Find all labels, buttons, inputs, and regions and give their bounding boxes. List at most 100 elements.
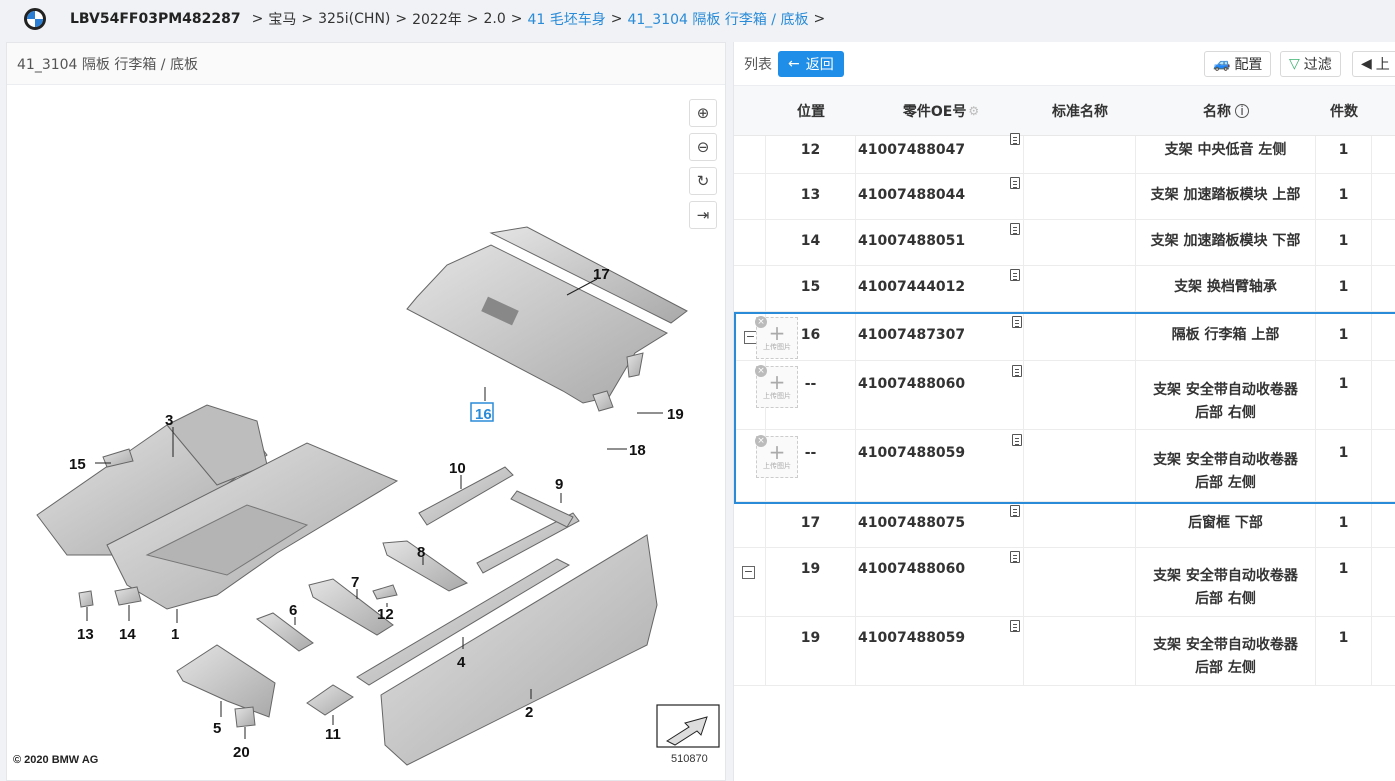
table-row-group-parent[interactable]: 16 41007487307 隔板 行李箱 上部 1 − × + 上传图片	[734, 312, 1395, 361]
gear-icon[interactable]: ⚙	[968, 103, 980, 118]
document-icon[interactable]	[1010, 551, 1020, 563]
breadcrumb-separator: >	[251, 11, 264, 27]
breadcrumb-separator: >	[395, 11, 408, 27]
remove-icon[interactable]: ×	[755, 365, 767, 377]
table-row[interactable]: 15 41007444012 支架 换档臂轴承 1	[734, 266, 1395, 312]
table-row-child[interactable]: -- 41007488060 支架 安全带自动收卷器 后部 右侧 1 × + 上…	[734, 361, 1395, 430]
callout-8[interactable]: 8	[417, 544, 425, 561]
callout-6[interactable]: 6	[289, 602, 297, 619]
callout-4[interactable]: 4	[457, 654, 466, 671]
callout-12[interactable]: 12	[377, 606, 394, 623]
callout-7[interactable]: 7	[351, 574, 359, 591]
diagram-title: 41_3104 隔板 行李箱 / 底板	[7, 43, 725, 85]
breadcrumb-item-group[interactable]: 41 毛坯车身	[527, 12, 606, 28]
table-row[interactable]: 19 41007488059 支架 安全带自动收卷器 后部 左侧 1	[734, 617, 1395, 686]
callout-20[interactable]: 20	[233, 744, 250, 761]
document-icon[interactable]	[1012, 316, 1022, 328]
breadcrumb-item-engine[interactable]: 2.0	[483, 11, 506, 27]
collapse-toggle-icon[interactable]: −	[742, 565, 755, 579]
callout-2[interactable]: 2	[525, 704, 533, 721]
callout-18[interactable]: 18	[629, 442, 646, 459]
callout-3[interactable]: 3	[165, 412, 173, 429]
document-icon[interactable]	[1010, 620, 1020, 632]
diagram-toolbar: ⊕ ⊖ ↻ ⇥	[689, 99, 717, 229]
filter-icon: ▽	[1289, 56, 1300, 72]
document-icon[interactable]	[1010, 177, 1020, 189]
parts-list-panel: 列表 ← 返回 🚙 配置 ▽ 过滤 ◀ 上 位置 零件OE号 ⚙ 标准名称 名称…	[733, 42, 1395, 781]
table-row[interactable]: 12 41007488047 支架 中央低音 左侧 1	[734, 133, 1395, 174]
callout-13[interactable]: 13	[77, 626, 94, 643]
callout-15[interactable]: 15	[69, 456, 86, 473]
info-icon[interactable]: i	[1235, 103, 1249, 118]
filter-button-label: 过滤	[1303, 57, 1332, 73]
table-body: 12 41007488047 支架 中央低音 左侧 1 13 410074880…	[734, 133, 1395, 686]
callout-10[interactable]: 10	[449, 460, 466, 477]
col-std-name[interactable]: 标准名称	[1052, 103, 1108, 120]
parts-diagram[interactable]: 17 16 19 18 3 15 10 9 8 7 12 6 13 14 1 4…	[7, 85, 725, 775]
copyright-text: © 2020 BMW AG	[13, 754, 98, 766]
top-bar: LBV54FF03PM482287 > 宝马 > 325i(CHN) > 202…	[0, 0, 1395, 38]
breadcrumb-separator: >	[301, 11, 314, 27]
breadcrumb-item-brand[interactable]: 宝马	[268, 12, 297, 28]
col-position[interactable]: 位置	[797, 103, 825, 120]
direction-indicator-icon	[656, 704, 720, 748]
callout-14[interactable]: 14	[119, 626, 136, 643]
document-icon[interactable]	[1010, 223, 1020, 235]
upload-image-button[interactable]: × + 上传图片	[755, 365, 798, 408]
document-icon[interactable]	[1010, 133, 1020, 145]
table-row[interactable]: 14 41007488051 支架 加速踏板模块 下部 1	[734, 220, 1395, 266]
arrow-left-icon: ←	[788, 55, 800, 72]
document-icon[interactable]	[1010, 269, 1020, 281]
col-name[interactable]: 名称 i	[1136, 86, 1316, 135]
collapse-icon[interactable]: ⇥	[689, 201, 717, 229]
zoom-in-icon[interactable]: ⊕	[689, 99, 717, 127]
parts-diagram-svg[interactable]: 17 16 19 18 3 15 10 9 8 7 12 6 13 14 1 4…	[7, 85, 725, 775]
table-row[interactable]: 13 41007488044 支架 加速踏板模块 上部 1	[734, 174, 1395, 220]
reset-icon[interactable]: ↻	[689, 167, 717, 195]
upload-image-button[interactable]: × + 上传图片	[755, 316, 798, 359]
document-icon[interactable]	[1010, 505, 1020, 517]
plus-icon: +	[768, 321, 786, 345]
prev-button[interactable]: ◀ 上	[1352, 51, 1395, 77]
upload-image-button[interactable]: × + 上传图片	[755, 435, 798, 478]
breadcrumb-item-subgroup[interactable]: 41_3104 隔板 行李箱 / 底板	[627, 12, 809, 28]
back-button-label: 返回	[805, 56, 834, 73]
col-oe[interactable]: 零件OE号 ⚙	[902, 103, 980, 120]
list-header: 列表 ← 返回 🚙 配置 ▽ 过滤 ◀ 上	[734, 42, 1395, 86]
bmw-logo-icon[interactable]	[24, 8, 46, 30]
col-qty[interactable]: 件数	[1330, 103, 1358, 120]
breadcrumb-item-year[interactable]: 2022年	[412, 12, 462, 28]
filter-button[interactable]: ▽ 过滤	[1280, 51, 1341, 77]
table-row[interactable]: 19 41007488060 支架 安全带自动收卷器 后部 右侧 1 −	[734, 548, 1395, 617]
prev-button-label: 上	[1375, 57, 1390, 73]
breadcrumb-separator: >	[510, 11, 523, 27]
table-row-child[interactable]: -- 41007488059 支架 安全带自动收卷器 后部 左侧 1 × + 上…	[734, 430, 1395, 502]
breadcrumb-item-model[interactable]: 325i(CHN)	[318, 11, 391, 27]
back-button[interactable]: ← 返回	[778, 50, 844, 77]
list-label: 列表	[744, 56, 772, 73]
table-row[interactable]: 17 41007488075 后窗框 下部 1	[734, 502, 1395, 548]
document-icon[interactable]	[1012, 434, 1022, 446]
diagram-number: 510870	[671, 753, 708, 765]
diagram-panel: 41_3104 隔板 行李箱 / 底板	[6, 42, 726, 781]
table-header: 位置 零件OE号 ⚙ 标准名称 名称 i 件数	[734, 86, 1395, 136]
callout-9[interactable]: 9	[555, 476, 563, 493]
breadcrumb: LBV54FF03PM482287 > 宝马 > 325i(CHN) > 202…	[70, 9, 830, 29]
callout-19[interactable]: 19	[667, 406, 684, 423]
caret-left-icon: ◀	[1361, 56, 1372, 72]
callout-11[interactable]: 11	[325, 726, 341, 743]
remove-icon[interactable]: ×	[755, 435, 767, 447]
callout-1[interactable]: 1	[171, 626, 179, 643]
breadcrumb-vin[interactable]: LBV54FF03PM482287	[70, 11, 241, 27]
breadcrumb-separator: >	[610, 11, 623, 27]
breadcrumb-separator: >	[813, 11, 826, 27]
zoom-out-icon[interactable]: ⊖	[689, 133, 717, 161]
callout-16[interactable]: 16	[475, 406, 492, 423]
document-icon[interactable]	[1012, 365, 1022, 377]
callout-17[interactable]: 17	[593, 266, 610, 283]
plus-icon: +	[768, 370, 786, 394]
remove-icon[interactable]: ×	[755, 316, 767, 328]
config-button[interactable]: 🚙 配置	[1204, 51, 1272, 77]
config-button-label: 配置	[1234, 57, 1263, 73]
callout-5[interactable]: 5	[213, 720, 221, 737]
